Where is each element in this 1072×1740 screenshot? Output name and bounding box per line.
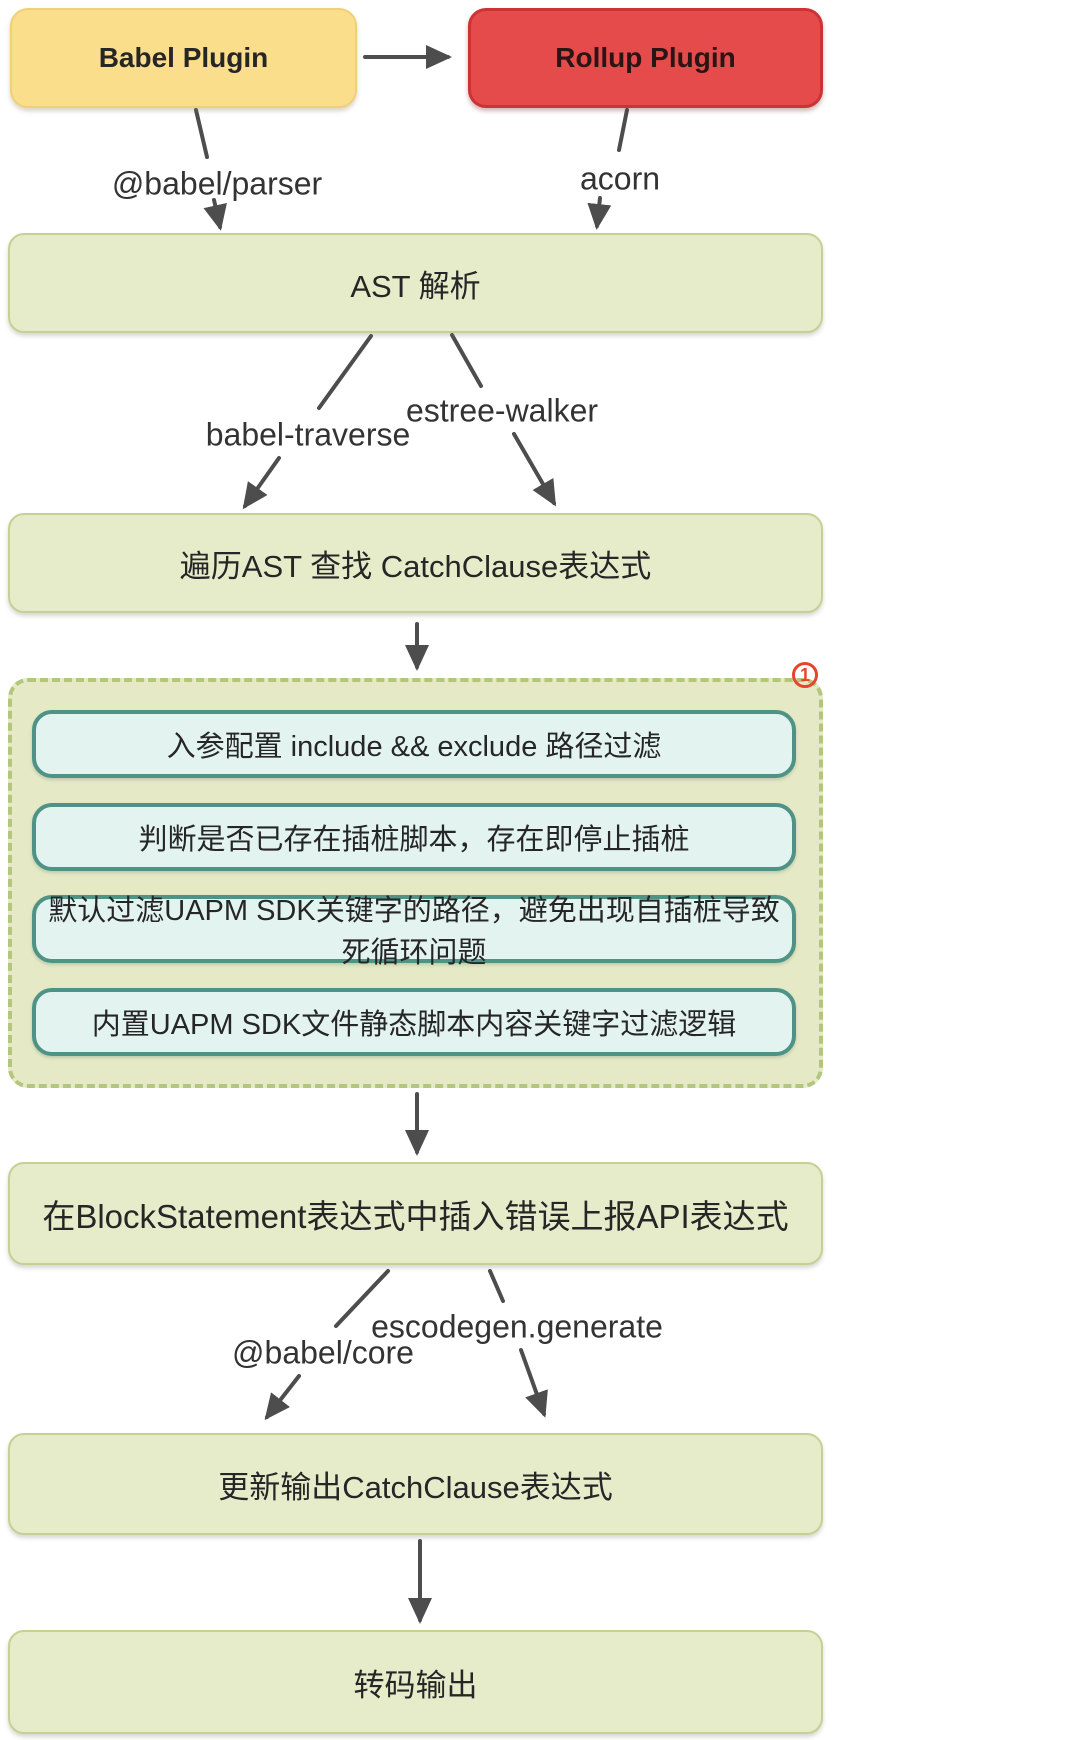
filter-step-sdk-keyword-path: 默认过滤UAPM SDK关键字的路径，避免出现自插桩导致死循环问题 — [32, 895, 796, 969]
filter-step-label: 内置UAPM SDK文件静态脚本内容关键字过滤逻辑 — [91, 1009, 737, 1041]
circled-one-badge: 1 — [792, 662, 818, 688]
node-update-output: 更新输出CatchClause表达式 — [8, 1433, 823, 1535]
edge-label-babel-core: @babel/core — [232, 1334, 414, 1371]
node-update-output-label: 更新输出CatchClause表达式 — [218, 1469, 613, 1505]
filter-step-label: 入参配置 include && exclude 路径过滤 — [166, 731, 662, 763]
filter-step-label: 默认过滤UAPM SDK关键字的路径，避免出现自插桩导致死循环问题 — [48, 895, 780, 969]
edge-rollup-plugin-to-acorn — [617, 108, 629, 152]
edge-babel-core-to-update-node — [264, 1374, 301, 1421]
edge-label-babel-traverse: babel-traverse — [205, 416, 411, 453]
filter-group-container: 入参配置 include && exclude 路径过滤 判断是否已存在插桩脚本… — [8, 678, 823, 1088]
node-traverse-find: 遍历AST 查找 CatchClause表达式 — [8, 513, 823, 613]
node-ast-parse-label: AST 解析 — [350, 268, 481, 304]
node-rollup-plugin: Rollup Plugin — [468, 8, 823, 108]
node-transcode-output: 转码输出 — [8, 1630, 823, 1734]
edge-ast-to-estree-walker — [450, 333, 483, 388]
node-babel-plugin-label: Babel Plugin — [98, 42, 269, 73]
filter-step-include-exclude: 入参配置 include && exclude 路径过滤 — [32, 710, 796, 778]
node-ast-parse: AST 解析 — [8, 233, 823, 333]
node-babel-plugin: Babel Plugin — [10, 8, 357, 108]
node-insert-api: 在BlockStatement表达式中插入错误上报API表达式 — [8, 1162, 823, 1265]
edge-estree-walker-to-traverse-node — [512, 432, 557, 507]
filter-step-existing-check: 判断是否已存在插桩脚本，存在即停止插桩 — [32, 803, 796, 871]
edge-acorn-to-ast — [587, 196, 612, 230]
edge-label-escodegen-generate: escodegen.generate — [371, 1308, 663, 1345]
circled-one-badge-text: 1 — [799, 664, 810, 685]
edge-babel-parser-to-ast — [203, 198, 227, 231]
node-insert-api-label: 在BlockStatement表达式中插入错误上报API表达式 — [42, 1197, 789, 1235]
edge-label-acorn: acorn — [579, 160, 661, 197]
edge-ast-to-babel-traverse — [317, 334, 373, 410]
edge-label-estree-walker: estree-walker — [405, 392, 599, 429]
node-rollup-plugin-label: Rollup Plugin — [555, 42, 736, 73]
edge-babel-traverse-to-traverse-node — [242, 456, 281, 510]
filter-step-label: 判断是否已存在插桩脚本，存在即停止插桩 — [138, 824, 690, 856]
edge-insert-node-to-escodegen — [488, 1269, 505, 1303]
node-traverse-find-label: 遍历AST 查找 CatchClause表达式 — [179, 548, 652, 584]
node-transcode-output-label: 转码输出 — [353, 1667, 478, 1703]
edge-babel-plugin-to-babel-parser — [194, 108, 209, 159]
edge-label-babel-parser: @babel/parser — [111, 165, 323, 202]
edge-escodegen-to-update-node — [519, 1348, 548, 1418]
filter-step-sdk-content-filter: 内置UAPM SDK文件静态脚本内容关键字过滤逻辑 — [32, 988, 796, 1056]
